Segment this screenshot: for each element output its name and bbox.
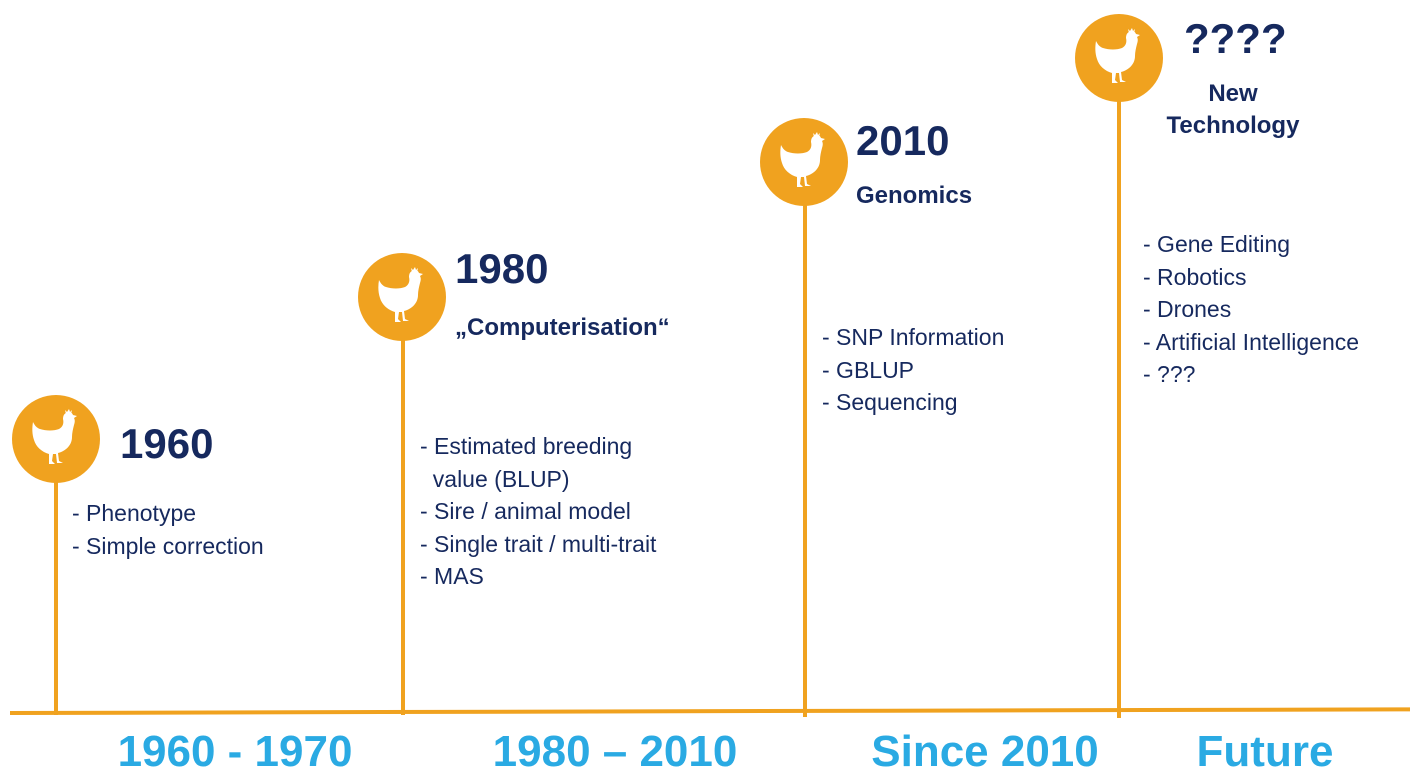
- milestone-1960-pole: [54, 475, 58, 715]
- milestone-1980-items: - Estimated breeding value (BLUP) - Sire…: [420, 430, 656, 593]
- list-item: - GBLUP: [822, 356, 915, 383]
- list-item: - Estimated breeding: [420, 433, 633, 459]
- chicken-icon: [1075, 14, 1163, 102]
- list-item: - Phenotype: [72, 500, 197, 526]
- list-item: - Single trait / multi-trait: [420, 530, 657, 557]
- milestone-2010-pole: [803, 195, 807, 717]
- milestone-future-year: ????: [1184, 15, 1287, 62]
- list-item: - ???: [1143, 361, 1196, 387]
- list-item: - Gene Editing: [1143, 231, 1291, 257]
- list-item: - Sequencing: [822, 389, 958, 415]
- period-label-1960-1970: 1960 - 1970: [117, 727, 353, 776]
- milestone-future-pole: [1117, 100, 1121, 718]
- milestone-future-items: - Gene Editing - Robotics - Drones - Art…: [1143, 228, 1359, 391]
- milestone-future-subtitle-line2: Technology: [1166, 112, 1300, 140]
- milestone-2010-items: - SNP Information - GBLUP - Sequencing: [822, 321, 1004, 419]
- timeline-axis: [9, 707, 1411, 715]
- milestone-1980-pole: [401, 330, 405, 715]
- milestone-2010-subtitle: Genomics: [856, 182, 973, 209]
- milestone-future-subtitle: New Technology: [1148, 78, 1318, 143]
- list-item: - MAS: [420, 563, 484, 589]
- chicken-icon: [760, 118, 848, 206]
- milestone-1960-year: 1960: [120, 420, 214, 467]
- list-item: - Artificial Intelligence: [1143, 328, 1360, 355]
- list-item: - Drones: [1143, 296, 1232, 322]
- period-label-1980-2010: 1980 – 2010: [492, 727, 738, 776]
- milestone-1960-items: - Phenotype - Simple correction: [72, 497, 264, 562]
- list-item: - Robotics: [1143, 263, 1247, 290]
- list-item: value (BLUP): [420, 465, 570, 492]
- period-label-future: Future: [1196, 727, 1334, 776]
- milestone-1980-year: 1980: [455, 245, 549, 292]
- milestone-future-subtitle-line1: New: [1208, 80, 1258, 107]
- period-label-since-2010: Since 2010: [871, 727, 1099, 776]
- milestone-2010-year: 2010: [856, 117, 950, 164]
- list-item: - Sire / animal model: [420, 498, 631, 524]
- list-item: - SNP Information: [822, 324, 1005, 350]
- milestone-1980-subtitle: „Computerisation“: [455, 314, 670, 341]
- list-item: - Simple correction: [72, 532, 264, 559]
- chicken-icon: [12, 395, 100, 483]
- chicken-icon: [358, 253, 446, 341]
